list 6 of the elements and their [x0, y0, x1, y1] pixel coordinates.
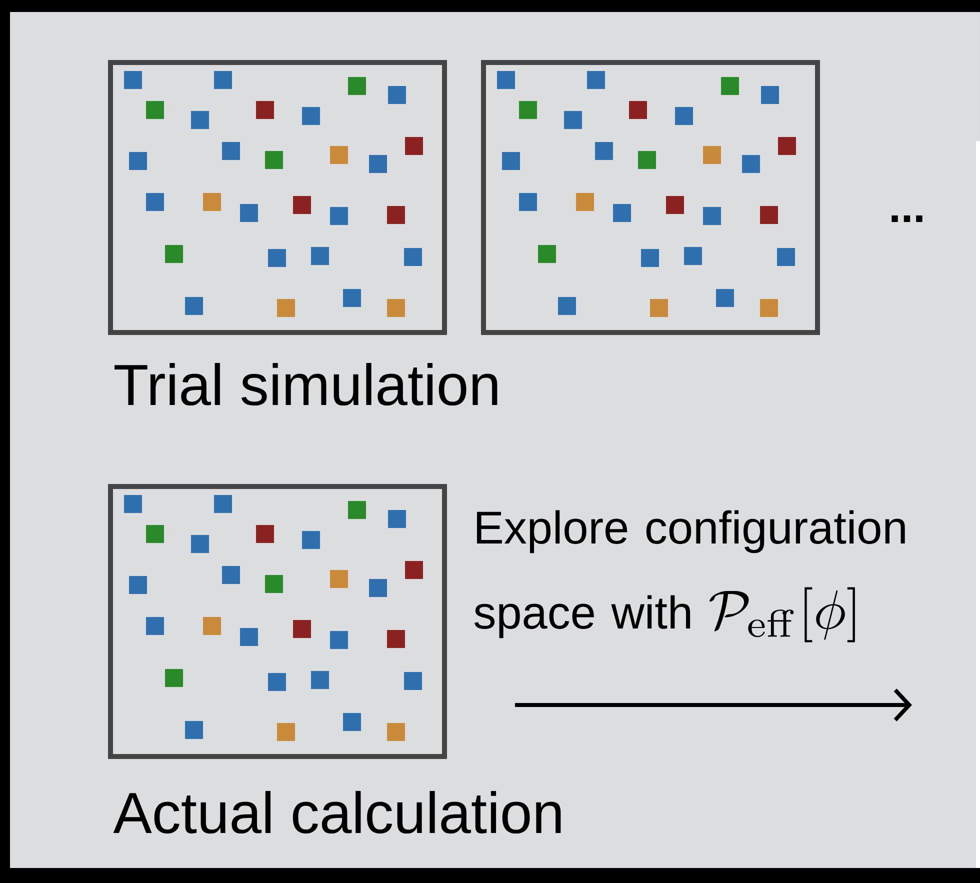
particle-box-drawing	[481, 60, 820, 335]
ellipsis: ...	[892, 215, 922, 222]
caption: Trial simulation	[114, 362, 498, 406]
description-text: Explore configuration space with $\mathcal{P}_{\mathrm{eff}}[\phi]$	[474, 510, 905, 642]
particle-box-drawing	[108, 484, 447, 759]
particle-box-drawing	[108, 60, 447, 335]
